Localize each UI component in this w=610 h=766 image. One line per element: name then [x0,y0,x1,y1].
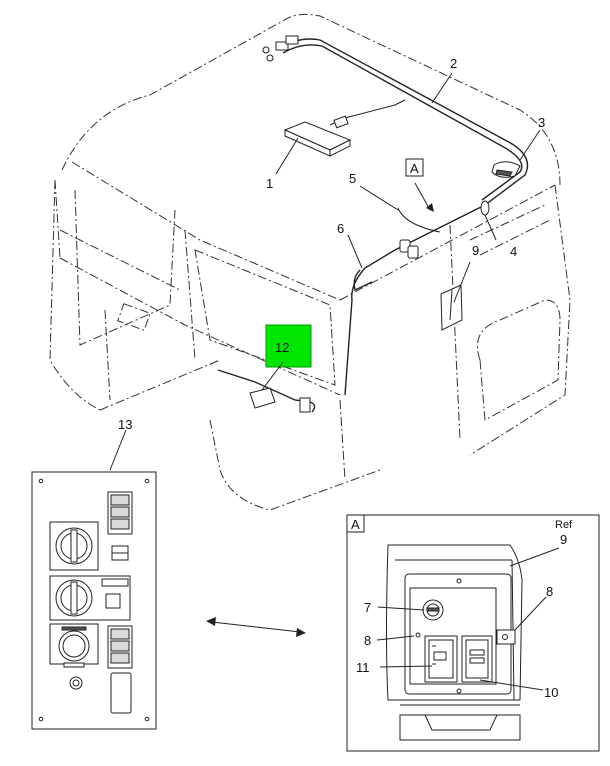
dash-harness [217,369,316,413]
callout-6: 6 [337,221,344,236]
detail-callout-9: 9 [560,532,567,547]
highlight-box [265,324,312,368]
callout-2: 2 [450,56,457,71]
callout-leaders [109,72,541,471]
control-panel-13 [31,471,157,730]
cab-switch-panel [440,284,463,331]
detail-callout-7: 7 [364,600,371,615]
detail-leaders [376,547,560,691]
detail-callout-10: 10 [544,685,558,700]
roof-block-part [283,121,352,157]
cab-outline [49,13,571,511]
callout-4: 4 [510,244,517,259]
detail-switch-panel [386,544,523,741]
callout-9-top: 9 [472,243,479,258]
double-arrow [206,617,306,637]
detail-callout-8-left: 8 [364,633,371,648]
detail-ref-label: Ref [555,519,573,531]
view-a-marker-label: A [410,161,419,176]
clamp-part [480,200,490,216]
detail-callout-11: 11 [356,660,370,675]
callout-3: 3 [538,115,545,130]
callout-5: 5 [349,171,356,186]
detail-a-label: A [351,517,360,532]
view-a-marker: A [405,158,424,177]
detail-callout-8-right: 8 [546,584,553,599]
connector-part [353,239,419,291]
callout-12: 12 [275,340,289,355]
callout-13: 13 [118,417,132,432]
callout-1: 1 [266,176,273,191]
cable-part [397,207,441,233]
roof-lamp-part [491,161,521,178]
